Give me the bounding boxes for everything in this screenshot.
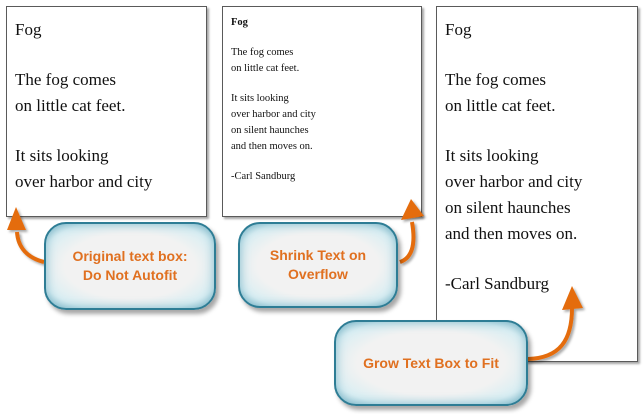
poem-attribution: -Carl Sandburg [445, 274, 550, 293]
poem-line: over harbor and city [231, 109, 316, 120]
callout-label: Shrink Text on [269, 247, 367, 263]
arrow-icon-original [7, 207, 45, 264]
callout-label: Grow Text Box to Fit [363, 354, 499, 371]
poem-line: It sits looking [15, 146, 109, 165]
poem-line: and then moves on. [445, 224, 578, 243]
poem-line: on silent haunches [231, 125, 309, 136]
poem-line: It sits looking [445, 146, 539, 165]
callout-label: Do Not Autofit [82, 267, 178, 283]
callout-label: Original text box: [72, 248, 188, 264]
poem-line: on little cat feet. [445, 96, 556, 115]
callout-grow: Grow Text Box to Fit [334, 320, 528, 406]
arrow-icon-shrink [399, 199, 424, 264]
poem-title: Fog [445, 20, 472, 39]
callout-label: Overflow [288, 266, 348, 282]
arrow-icon-grow [527, 286, 583, 361]
poem-line: on silent haunches [445, 198, 571, 217]
poem-line: on little cat feet. [231, 63, 300, 74]
poem-line: on little cat feet. [15, 96, 126, 115]
text-box-grow: Fog The fog comes on little cat feet. It… [436, 6, 638, 362]
poem-line: and then moves on. [231, 141, 313, 152]
poem-line: It sits looking [231, 93, 289, 104]
poem-attribution: -Carl Sandburg [231, 171, 296, 182]
text-box-shrink: Fog The fog comes on little cat feet. It… [222, 6, 422, 217]
text-box-original: Fog The fog comes on little cat feet. It… [6, 6, 207, 217]
callout-original: Original text box: Do Not Autofit [44, 222, 216, 310]
callout-shrink: Shrink Text on Overflow [238, 222, 398, 308]
poem-title: Fog [15, 20, 42, 39]
poem-line: over harbor and city [15, 172, 153, 191]
poem-line: The fog comes [445, 70, 547, 89]
poem-title: Fog [231, 17, 248, 28]
poem-line: The fog comes [231, 47, 294, 58]
poem-line: The fog comes [15, 70, 117, 89]
poem-line: over harbor and city [445, 172, 583, 191]
